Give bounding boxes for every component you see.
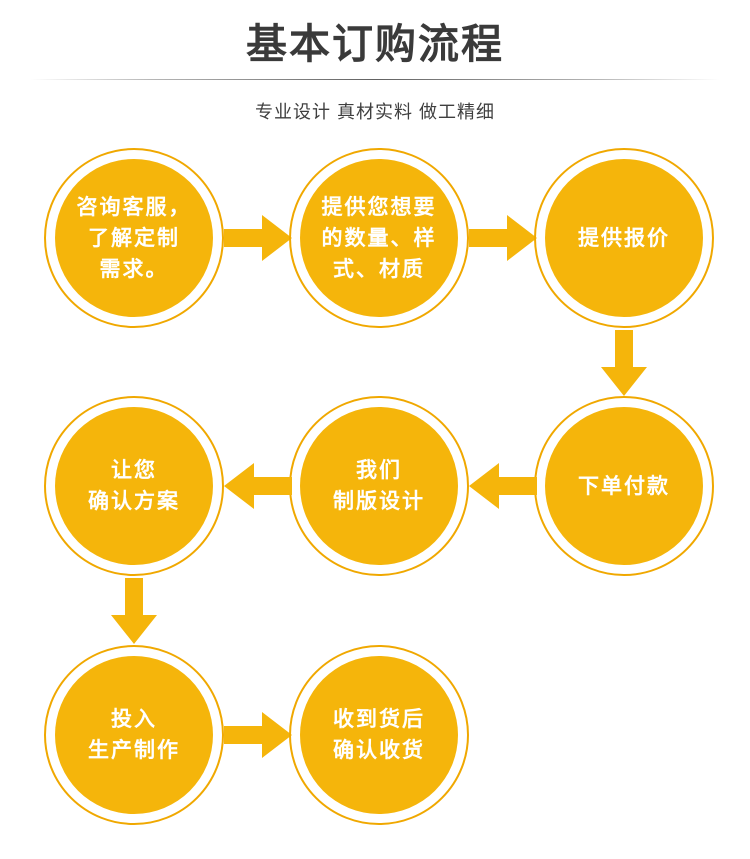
step-disc (300, 656, 458, 814)
title-divider (30, 79, 720, 80)
step-ring (289, 148, 469, 328)
flow-step-8[interactable]: 收到货后 确认收货 (289, 645, 469, 825)
flow-step-8-label: 收到货后 确认收货 (333, 707, 425, 762)
flow-step-5[interactable]: 我们 制版设计 (289, 396, 469, 576)
flow-step-7[interactable]: 投入 生产制作 (44, 645, 224, 825)
step-disc (545, 159, 703, 317)
step-ring (44, 148, 224, 328)
flow-step-3[interactable]: 提供报价 (534, 148, 714, 328)
arrow-left-icon-2 (224, 463, 292, 509)
arrow-down-icon-2 (111, 578, 157, 644)
flow-step-1-label: 咨询客服， 了解定制 需求。 (76, 194, 192, 281)
arrow-left-icon-1 (469, 463, 537, 509)
arrow-right-icon-2 (469, 215, 537, 261)
arrow-down-icon-1 (601, 330, 647, 396)
flow-step-5-label: 我们 制版设计 (333, 458, 425, 513)
step-ring (534, 148, 714, 328)
flow-step-2-label: 提供您想要 的数量、样 式、材质 (321, 194, 437, 281)
flow-step-6-label: 让您 确认方案 (88, 458, 180, 513)
flow-step-6[interactable]: 让您 确认方案 (44, 396, 224, 576)
arrow-right-icon-1 (224, 215, 292, 261)
flow-step-3-label: 提供报价 (578, 225, 670, 250)
step-ring (44, 645, 224, 825)
flow-step-4-label: 下单付款 (578, 473, 670, 498)
step-disc (55, 656, 213, 814)
flow-step-2[interactable]: 提供您想要 的数量、样 式、材质 (289, 148, 469, 328)
step-disc (55, 407, 213, 565)
page-subtitle: 专业设计 真材实料 做工精细 (254, 102, 495, 122)
step-disc (545, 407, 703, 565)
step-ring (44, 396, 224, 576)
step-disc (300, 407, 458, 565)
flow-step-1[interactable]: 咨询客服， 了解定制 需求。 (44, 148, 224, 328)
step-disc (300, 159, 458, 317)
arrow-right-icon-3 (224, 712, 292, 758)
step-disc (55, 159, 213, 317)
flow-step-4[interactable]: 下单付款 (534, 396, 714, 576)
page-title: 基本订购流程 (246, 21, 504, 67)
flow-step-7-label: 投入 生产制作 (88, 707, 180, 762)
step-ring (289, 645, 469, 825)
